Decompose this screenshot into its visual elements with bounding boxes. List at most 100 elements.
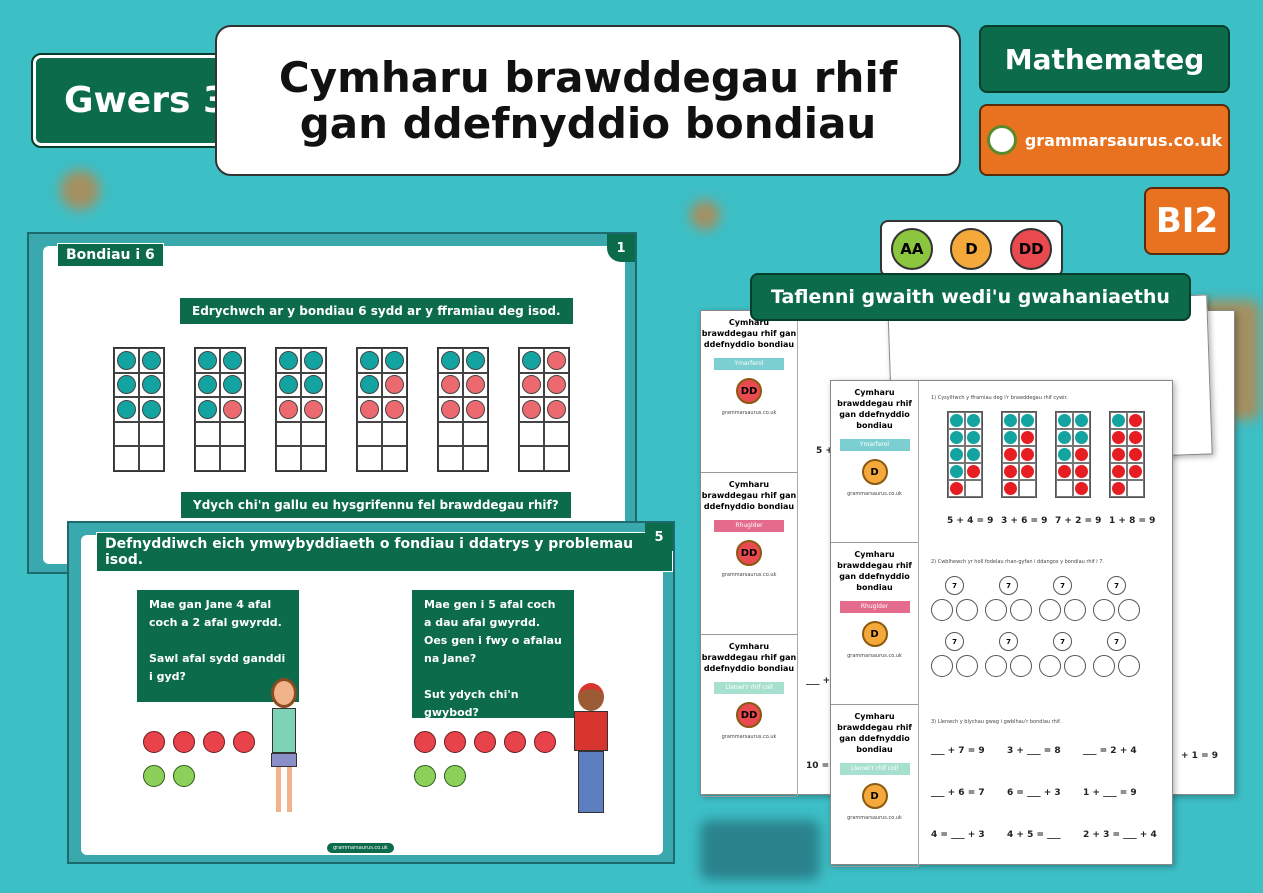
frame-cell bbox=[139, 421, 164, 446]
part-circle[interactable] bbox=[985, 599, 1007, 621]
teal-counter bbox=[1112, 414, 1125, 427]
ten-frame bbox=[194, 347, 246, 472]
frame-cell bbox=[1002, 480, 1019, 497]
frame-cell bbox=[276, 397, 301, 422]
frame-cell bbox=[1019, 446, 1036, 463]
partial-eq: 10 = bbox=[806, 761, 830, 771]
teal-counter bbox=[360, 350, 379, 370]
teal-counter bbox=[385, 350, 404, 370]
difficulty-badge: DD bbox=[736, 540, 762, 566]
frame-cell bbox=[438, 372, 463, 397]
worksheet-section-header: Cymharu brawddegau rhif gan ddefnyddio b… bbox=[831, 543, 918, 705]
part-circle[interactable] bbox=[1118, 655, 1140, 677]
frame-cell bbox=[195, 397, 220, 422]
part-circle[interactable] bbox=[1093, 655, 1115, 677]
decor-shape bbox=[690, 200, 720, 230]
teal-counter bbox=[223, 375, 242, 395]
red-counter bbox=[1058, 465, 1071, 478]
slide-bonds-of-6: Bondiau i 6 1 Edrychwch ar y bondiau 6 s… bbox=[27, 232, 637, 574]
frame-cell bbox=[357, 372, 382, 397]
frame-cell bbox=[195, 348, 220, 373]
frame-cell bbox=[1073, 412, 1090, 429]
decor-shape bbox=[60, 170, 100, 210]
part-circle[interactable] bbox=[985, 655, 1007, 677]
part-circle[interactable] bbox=[1010, 599, 1032, 621]
teal-counter bbox=[142, 375, 161, 395]
partial-eq: ___ + bbox=[806, 676, 831, 686]
frame-cell bbox=[1019, 480, 1036, 497]
red-counter bbox=[466, 399, 485, 419]
frame-cell bbox=[463, 372, 488, 397]
worksheet-footer: grammarsaurus.co.uk bbox=[847, 815, 902, 821]
red-counter bbox=[385, 399, 404, 419]
red-counter bbox=[1021, 448, 1034, 461]
frame-cell bbox=[1019, 429, 1036, 446]
whole-value: 7 bbox=[1053, 632, 1072, 651]
part-circle[interactable] bbox=[956, 599, 978, 621]
frame-cell bbox=[276, 421, 301, 446]
teal-counter bbox=[117, 399, 136, 419]
frame-cell bbox=[1056, 463, 1073, 480]
teal-counter bbox=[198, 375, 217, 395]
part-circle[interactable] bbox=[931, 599, 953, 621]
worksheet-title: Cymharu brawddegau rhif gan ddefnyddio b… bbox=[701, 480, 797, 511]
teal-counter bbox=[1004, 414, 1017, 427]
red-counter bbox=[1129, 465, 1142, 478]
frame-cell bbox=[301, 421, 326, 446]
slide-tag: Defnyddiwch eich ymwybyddiaeth o fondiau… bbox=[96, 532, 673, 572]
worksheet-title: Cymharu brawddegau rhif gan ddefnyddio b… bbox=[701, 318, 797, 349]
whole-value: 7 bbox=[999, 576, 1018, 595]
red-apple-icon bbox=[444, 731, 466, 753]
part-circle[interactable] bbox=[1064, 655, 1086, 677]
part-circle[interactable] bbox=[1093, 599, 1115, 621]
question-2: 2) Cwblhewch yr holl fodelau rhan-gyfan … bbox=[931, 559, 1105, 565]
badge-d: D bbox=[950, 227, 993, 270]
ten-frame bbox=[113, 347, 165, 472]
teal-counter bbox=[1075, 414, 1088, 427]
frame-cell bbox=[220, 421, 245, 446]
part-circle[interactable] bbox=[956, 655, 978, 677]
teal-counter bbox=[967, 431, 980, 444]
frame-cell bbox=[220, 372, 245, 397]
frame-cell bbox=[544, 372, 569, 397]
red-apple-icon bbox=[414, 731, 436, 753]
part-circle[interactable] bbox=[931, 655, 953, 677]
frame-cell bbox=[519, 348, 544, 373]
part-circle[interactable] bbox=[1064, 599, 1086, 621]
part-circle[interactable] bbox=[1010, 655, 1032, 677]
problem-1: Mae gan Jane 4 afal coch a 2 afal gwyrdd… bbox=[137, 590, 299, 702]
worksheet-section-header: Cymharu brawddegau rhif gan ddefnyddio b… bbox=[831, 381, 918, 543]
red-counter bbox=[360, 399, 379, 419]
equation: 3 + 6 = 9 bbox=[1001, 516, 1048, 526]
red-counter bbox=[466, 375, 485, 395]
worksheet-title: Cymharu brawddegau rhif gan ddefnyddio b… bbox=[837, 712, 912, 754]
frame-cell bbox=[1073, 446, 1090, 463]
decor-shape bbox=[700, 820, 820, 880]
red-counter bbox=[304, 399, 323, 419]
equation: 7 + 2 = 9 bbox=[1055, 516, 1102, 526]
frame-cell bbox=[965, 429, 982, 446]
red-apple-icon bbox=[203, 731, 225, 753]
frame-cell bbox=[1110, 480, 1127, 497]
frame-cell bbox=[1056, 429, 1073, 446]
part-whole-model: 7 bbox=[1093, 576, 1141, 624]
red-counter bbox=[441, 375, 460, 395]
red-counter bbox=[1075, 448, 1088, 461]
part-circle[interactable] bbox=[1039, 655, 1061, 677]
worksheet-footer: grammarsaurus.co.uk bbox=[721, 572, 777, 578]
part-circle[interactable] bbox=[1039, 599, 1061, 621]
part-whole-model: 7 bbox=[985, 632, 1033, 680]
part-whole-model: 7 bbox=[931, 632, 979, 680]
teal-counter bbox=[304, 375, 323, 395]
part-circle[interactable] bbox=[1118, 599, 1140, 621]
red-apple-icon bbox=[173, 731, 195, 753]
red-counter bbox=[547, 399, 566, 419]
frame-cell bbox=[220, 446, 245, 471]
frame-cell bbox=[1056, 446, 1073, 463]
teal-counter bbox=[950, 414, 963, 427]
green-apple-icon bbox=[173, 765, 195, 787]
worksheet-section-header: Cymharu brawddegau rhif gan ddefnyddio b… bbox=[701, 311, 797, 473]
teal-counter bbox=[950, 465, 963, 478]
frame-cell bbox=[438, 348, 463, 373]
teal-counter bbox=[967, 448, 980, 461]
